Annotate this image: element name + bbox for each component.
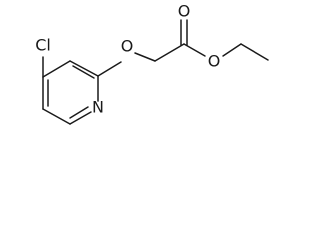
bond-ch2-ch3 bbox=[240, 43, 269, 61]
atom-label-ether-oxygen: O bbox=[121, 37, 134, 56]
bond-o-ester-ch2 bbox=[222, 43, 242, 57]
bond-c3-c2-inner bbox=[72, 65, 95, 79]
bond-n1-c6-inner bbox=[69, 106, 89, 119]
molecule-drawing: Cl N O O O bbox=[35, 2, 269, 125]
atom-label-carbonyl-oxygen: O bbox=[178, 2, 191, 21]
bond-c3-c2 bbox=[69, 60, 99, 77]
atom-label-chlorine: Cl bbox=[35, 36, 51, 55]
bond-c2-o-ether bbox=[97, 61, 122, 77]
atom-label-nitrogen: N bbox=[92, 98, 104, 117]
structure-svg: Cl N O O O bbox=[35, 2, 269, 125]
bond-n1-c6 bbox=[69, 111, 92, 125]
atom-label-ester-oxygen: O bbox=[208, 52, 221, 71]
bond-c4-c3 bbox=[42, 60, 71, 78]
bond-c-carbonyl-o-ester bbox=[183, 43, 206, 57]
bond-c6-c5 bbox=[42, 108, 71, 125]
bond-o-ether-ch2 bbox=[134, 52, 156, 62]
bond-ch2-c-carbonyl bbox=[154, 43, 185, 62]
